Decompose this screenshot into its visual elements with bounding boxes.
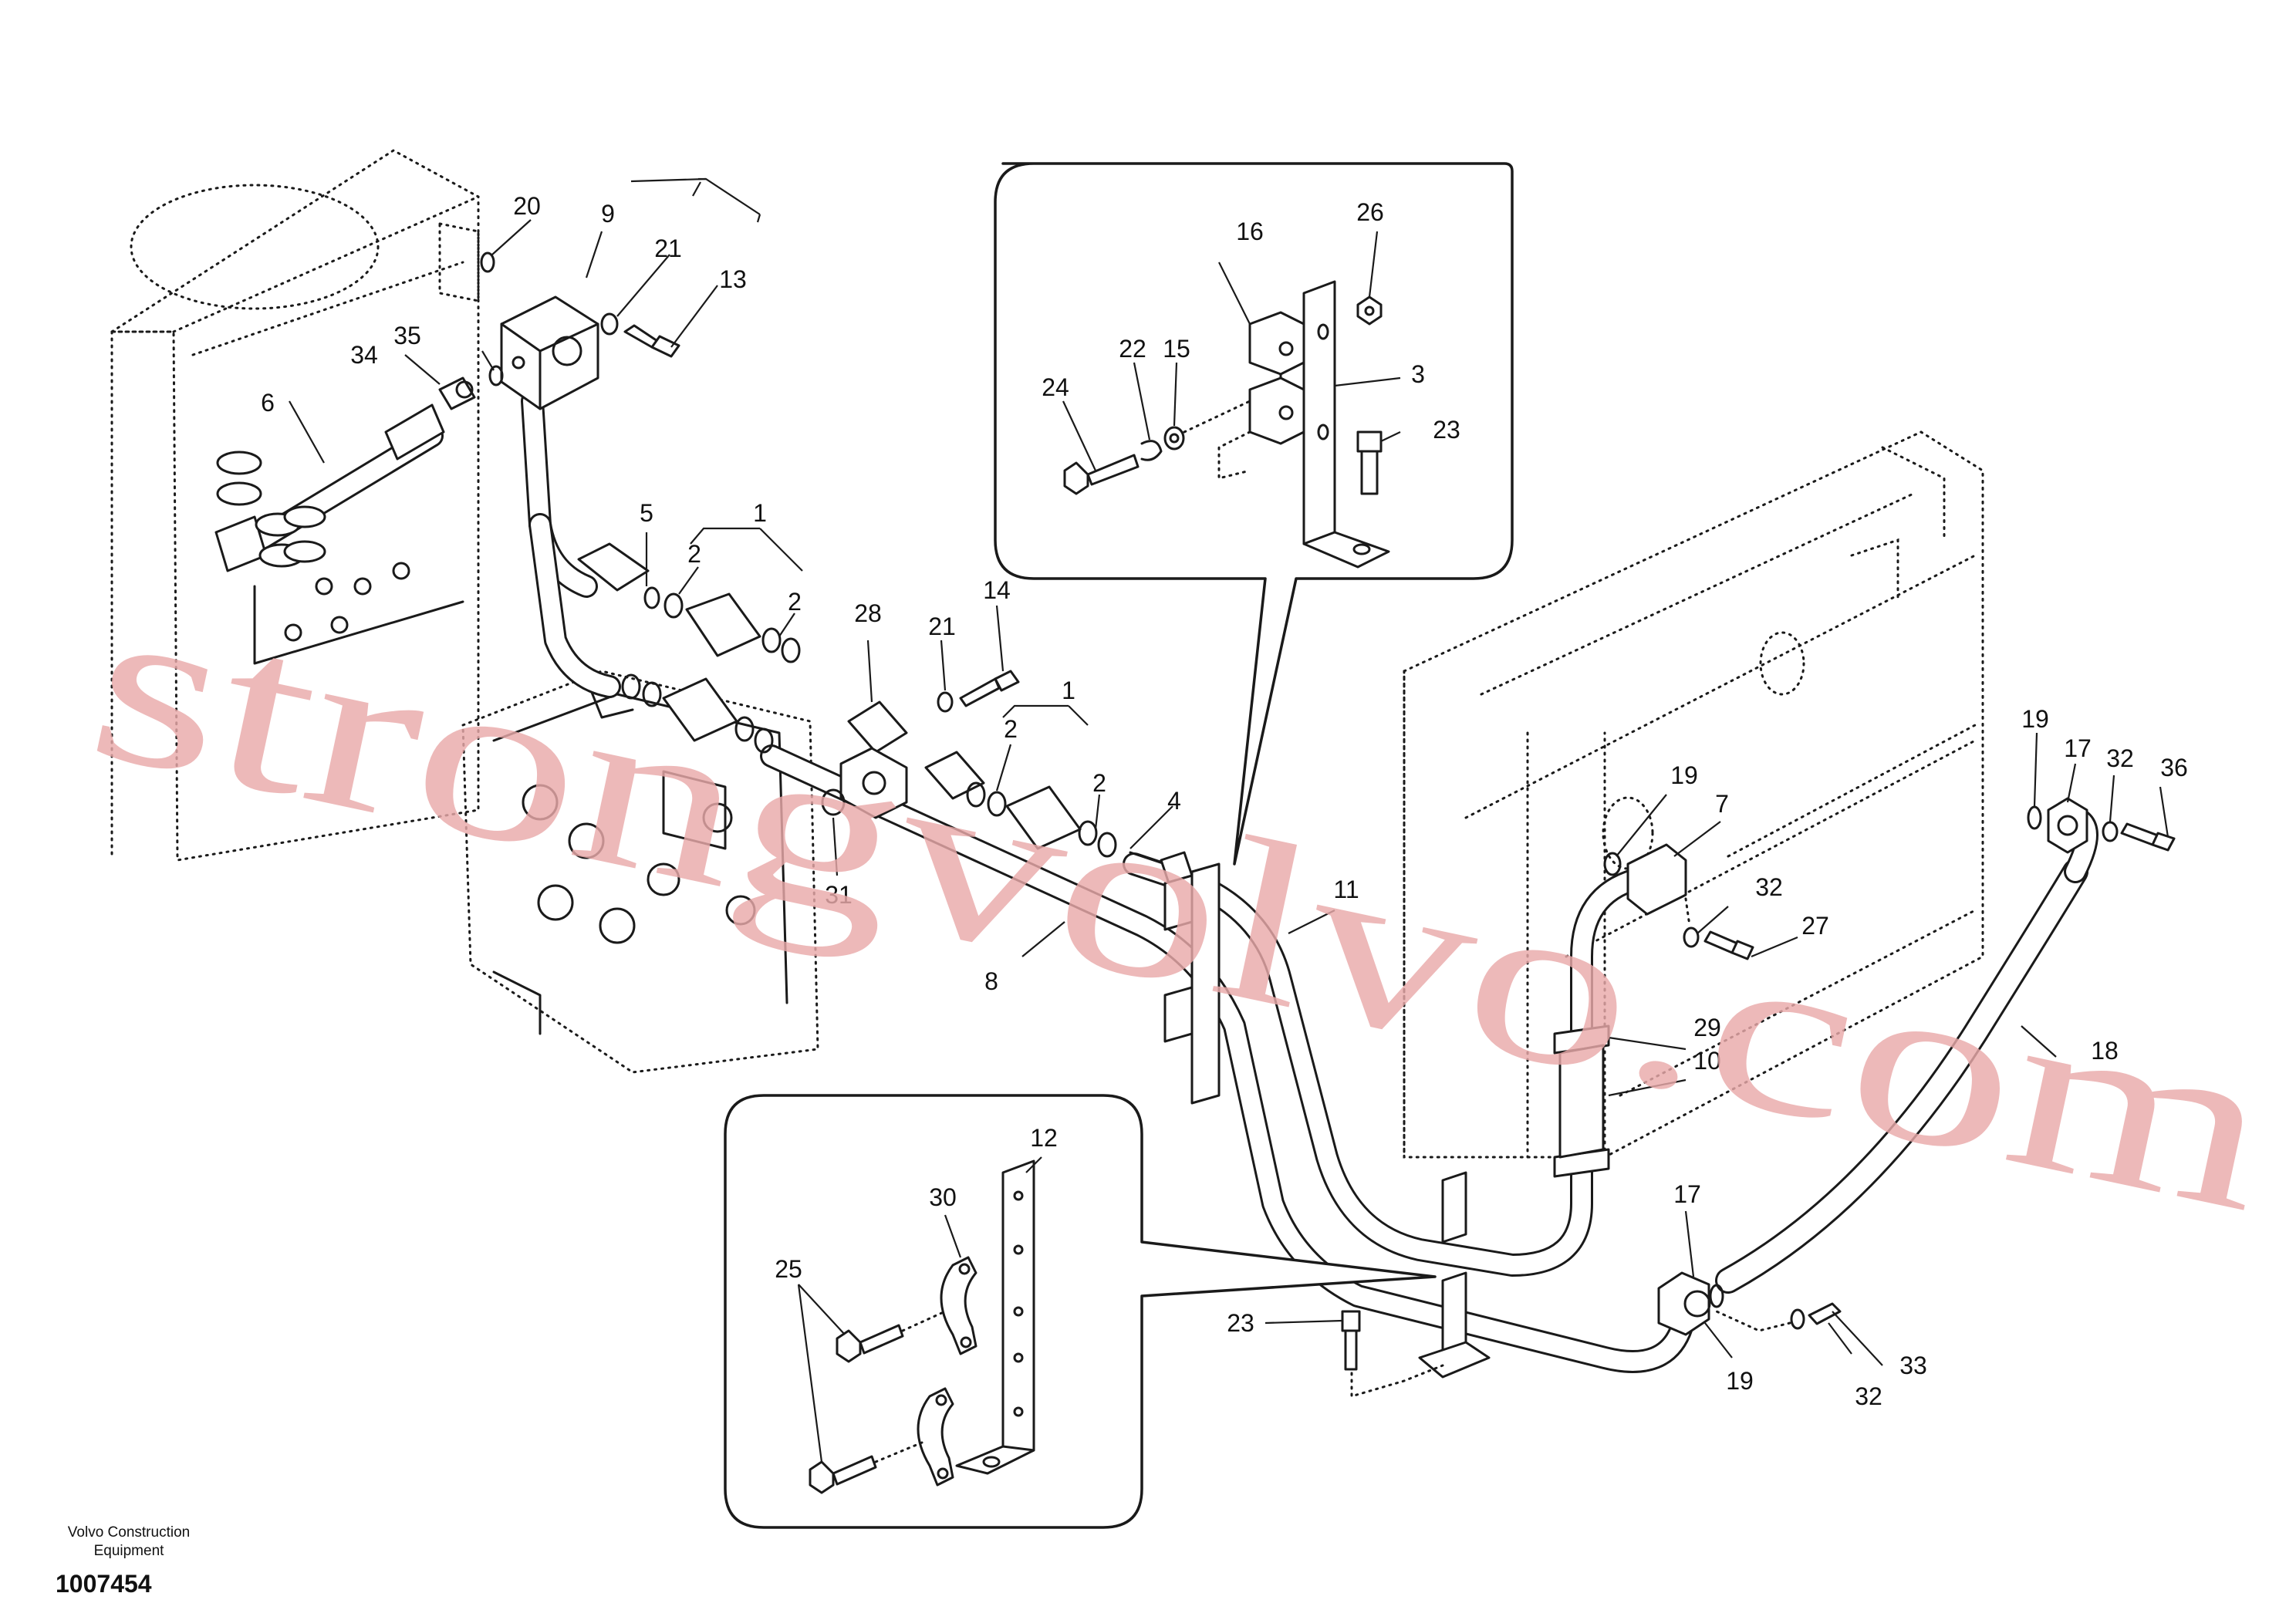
- detail-bubble-upper: [994, 162, 1514, 866]
- callout-28: 28: [854, 599, 882, 627]
- callout-26: 26: [1356, 198, 1384, 226]
- callout-34: 34: [350, 341, 378, 369]
- footer-company-line2: Equipment: [93, 1543, 164, 1559]
- callout-32-lower: 32: [1855, 1382, 1882, 1410]
- callout-22: 22: [1119, 335, 1146, 363]
- callout-19-lower: 19: [1726, 1367, 1754, 1395]
- callout-16: 16: [1236, 218, 1264, 245]
- callout-35: 35: [393, 322, 421, 349]
- callout-2-a: 2: [687, 540, 701, 568]
- callout-6: 6: [261, 389, 275, 417]
- callout-2-b: 2: [788, 588, 802, 616]
- footer-company-line1: Volvo Construction: [67, 1524, 191, 1541]
- callout-33: 33: [1899, 1352, 1927, 1379]
- callout-23-lower: 23: [1227, 1309, 1254, 1337]
- callout-12: 12: [1030, 1124, 1058, 1152]
- callout-25: 25: [775, 1255, 802, 1283]
- callout-8: 8: [984, 967, 998, 995]
- callout-29: 29: [1693, 1014, 1721, 1041]
- callout-10: 10: [1693, 1047, 1721, 1075]
- callout-17-right: 17: [2064, 734, 2092, 762]
- callout-17-lower: 17: [1673, 1180, 1701, 1208]
- callout-23-bubble: 23: [1433, 416, 1460, 444]
- part-callouts: 1 1 2 2 2 2 3 4 5 6 7 8 9 10 11 12 13 14…: [261, 192, 2188, 1410]
- leader-lines: [289, 177, 2169, 1463]
- callout-32-right: 32: [2106, 744, 2134, 772]
- footer-company-name: Volvo Construction Equipment: [40, 1524, 218, 1561]
- callout-11: 11: [1333, 876, 1359, 903]
- callout-31: 31: [825, 881, 853, 909]
- callout-4: 4: [1167, 787, 1181, 815]
- drawing-number: 1007454: [56, 1570, 152, 1598]
- callout-1-upper: 1: [753, 499, 767, 527]
- callout-7: 7: [1715, 790, 1729, 818]
- callout-19-mid: 19: [1670, 761, 1698, 789]
- callout-1-right: 1: [1062, 677, 1075, 704]
- callout-13: 13: [719, 265, 747, 293]
- callout-21-upper: 21: [654, 235, 682, 262]
- callout-18: 18: [2091, 1037, 2119, 1065]
- callout-3: 3: [1411, 360, 1425, 388]
- callout-32-mid: 32: [1755, 873, 1783, 901]
- callout-14: 14: [983, 576, 1011, 604]
- callout-9: 9: [601, 200, 615, 228]
- callout-2-c: 2: [1004, 715, 1018, 743]
- callout-5: 5: [640, 499, 653, 527]
- callout-21-mid: 21: [928, 613, 956, 640]
- callout-24: 24: [1042, 373, 1069, 401]
- watermark-text: strongvolvo.com: [73, 549, 2291, 1261]
- callout-2-d: 2: [1092, 769, 1106, 797]
- callout-27: 27: [1801, 912, 1829, 940]
- callout-30: 30: [929, 1183, 957, 1211]
- fittings: [214, 251, 2176, 1399]
- callout-19-right: 19: [2021, 705, 2049, 733]
- hydraulic-tank: [107, 149, 480, 862]
- callout-20: 20: [513, 192, 541, 220]
- callout-36: 36: [2160, 754, 2188, 781]
- callout-15: 15: [1163, 335, 1190, 363]
- detail-bubble-lower: [724, 1094, 1437, 1529]
